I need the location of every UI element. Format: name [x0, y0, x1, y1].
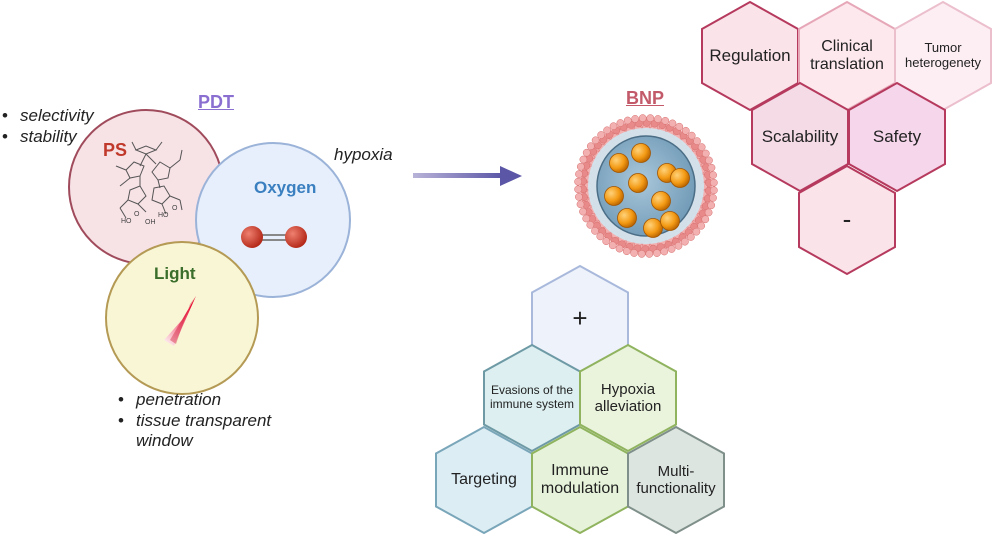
light-note-window: window — [136, 431, 193, 450]
pros-hexagon-label: Immune modulation — [540, 461, 620, 497]
light-beam-icon — [164, 296, 196, 346]
ps-notes-list: selectivity stability — [2, 105, 94, 147]
oxygen-note-hypoxia: hypoxia — [334, 145, 393, 164]
arrow-icon — [413, 166, 522, 186]
pros-hexagon-label: Multi-functionality — [636, 462, 716, 497]
bnp-title: BNP — [626, 88, 665, 108]
light-notes-list: penetration tissue transparent — [118, 389, 271, 431]
cons-hexagon-group — [701, 0, 992, 276]
ps-molecule-icon — [115, 141, 183, 219]
cons-hexagon-label: Clinical translation — [810, 37, 884, 73]
molecule-label-oh: OH — [145, 219, 156, 226]
cons-hexagon — [848, 81, 946, 193]
cons-hexagon-label: Safety — [872, 127, 922, 147]
light-note-tissue-transparent: tissue transparent — [118, 410, 271, 431]
ps-label: PS — [103, 140, 128, 160]
molecule-label-ho-1: HO — [121, 218, 132, 225]
pdt-title: PDT — [198, 92, 234, 112]
molecule-label-o-1: O — [134, 211, 140, 218]
oxygen-circle — [195, 142, 351, 298]
pros-hexagon — [627, 425, 725, 535]
ps-note-selectivity: selectivity — [2, 105, 94, 126]
cons-hexagon-label: Scalability — [761, 127, 839, 147]
cons-hexagon-label: Regulation — [709, 46, 791, 66]
pros-hexagon-label: + — [572, 303, 588, 334]
pros-hexagon-label: Evasions of the immune system — [489, 383, 575, 411]
pros-hexagon-group — [435, 264, 725, 535]
ps-note-stability: stability — [2, 126, 94, 147]
light-note-penetration: penetration — [118, 389, 271, 410]
cons-hexagon-label: Tumor heterogenety — [905, 40, 981, 70]
pros-hexagon — [579, 343, 677, 453]
molecule-label-o-2: O — [172, 205, 178, 212]
light-label: Light — [154, 264, 196, 283]
cons-hexagon — [798, 164, 896, 276]
pros-hexagon-label: Hypoxia alleviation — [594, 380, 662, 415]
oxygen-molecule-icon — [241, 226, 307, 248]
pros-hexagon-label: Targeting — [451, 470, 517, 488]
cons-hexagon-label: - — [842, 204, 852, 235]
oxygen-label: Oxygen — [254, 178, 317, 197]
molecule-label-ho-2: HO — [158, 212, 169, 219]
bnp-nanoparticle-icon — [574, 114, 718, 258]
